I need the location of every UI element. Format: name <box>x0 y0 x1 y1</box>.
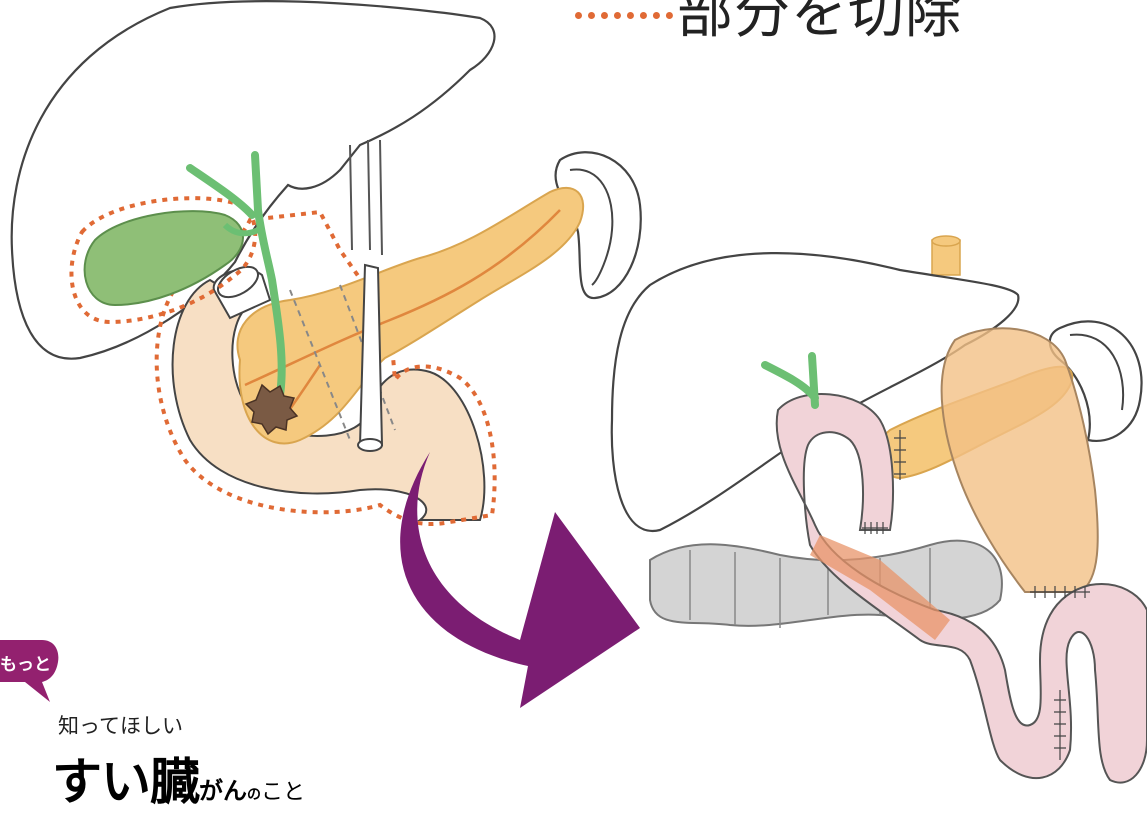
brand-subtitle: 知ってほしい <box>58 710 183 740</box>
after-surgery-illustration <box>612 236 1147 783</box>
brand-logo: もっと 知ってほしい すい臓がんのこと <box>0 640 360 793</box>
brand-title-gan: がん <box>199 777 247 805</box>
brand-title: すい臓がんのこと <box>52 742 305 814</box>
brand-title-no: の <box>247 787 261 803</box>
vessel-before <box>350 140 382 255</box>
before-surgery-illustration <box>12 1 641 524</box>
brand-title-main: すい臓 <box>52 753 199 811</box>
bubble-label: もっと <box>0 650 51 675</box>
